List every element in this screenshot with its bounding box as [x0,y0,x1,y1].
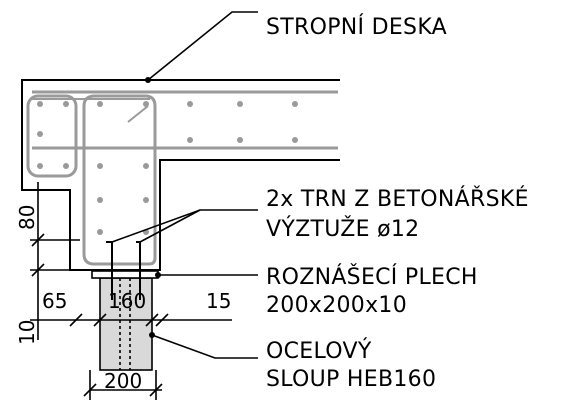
dim-80: 80 [15,205,39,230]
dim-65: 65 [42,289,67,313]
dowel-pins [106,241,141,300]
label-plate-line2: 200x200x10 [266,293,407,318]
label-slab: STROPNÍ DESKA [266,14,447,40]
stirrup-left [26,94,78,178]
leader-lines [111,11,258,359]
label-pins-line2: VÝZTUŽE ø12 [266,216,419,242]
dimension-lines [30,182,232,400]
bearing-plate [91,270,159,279]
steel-column [99,277,153,371]
rebar-dots [37,101,298,235]
label-column-line2: SLOUP HEB160 [266,367,436,392]
dim-10: 10 [15,320,39,345]
label-pins-line1: 2x TRN Z BETONÁŘSKÉ [266,186,529,212]
stirrup-beam [82,94,157,266]
concrete-outline [21,79,340,271]
dimension-texts: 80 10 65 160 15 200 [15,205,231,393]
dim-160: 160 [108,289,146,313]
dim-15: 15 [206,289,231,313]
label-plate-line1: ROZNÁŠECÍ PLECH [266,264,478,290]
text-labels: STROPNÍ DESKA 2x TRN Z BETONÁŘSKÉ VÝZTUŽ… [266,14,529,392]
label-column-line1: OCELOVÝ [266,338,372,364]
dim-200: 200 [104,369,142,393]
